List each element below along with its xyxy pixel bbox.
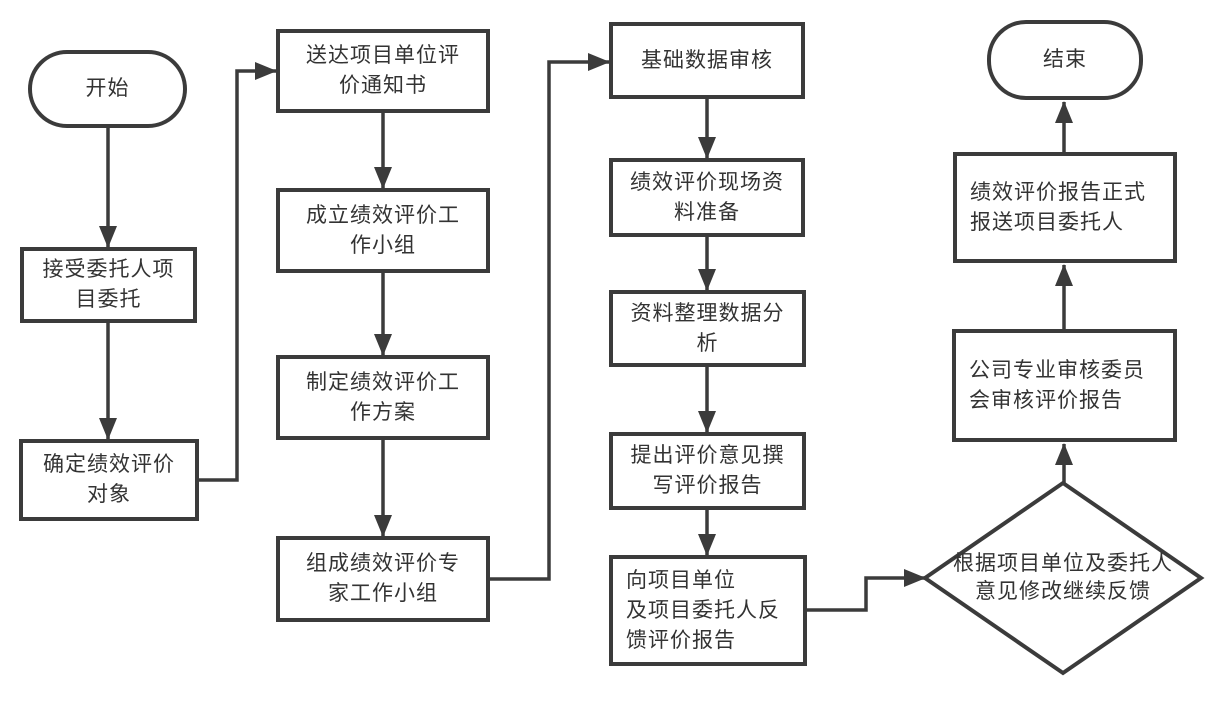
node-site-material-prep: 绩效评价现场资 料准备 [609, 158, 805, 237]
node-feedback-report: 向项目单位 及项目委托人反 馈评价报告 [609, 555, 807, 666]
node-revise-decision-label: 根据项目单位及委托人 意见修改继续反馈 [953, 552, 1173, 603]
node-end-terminator: 结束 [987, 20, 1143, 100]
node-accept-commission: 接受委托人项 目委托 [20, 247, 197, 323]
node-determine-object: 确定绩效评价 对象 [19, 439, 199, 521]
decision-diamond-shape [921, 480, 1205, 676]
node-make-work-plan: 制定绩效评价工 作方案 [276, 355, 490, 440]
node-draft-report: 提出评价意见撰 写评价报告 [609, 432, 806, 510]
node-data-analysis: 资料整理数据分 析 [609, 290, 806, 367]
node-base-data-review: 基础数据审核 [609, 22, 805, 99]
connector-determine-to-notice [199, 62, 277, 482]
node-deliver-notice: 送达项目单位评 价通知书 [276, 29, 490, 113]
connector-expertgroup-to-review [490, 53, 610, 581]
node-form-expert-group: 组成绩效评价专 家工作小组 [276, 536, 490, 622]
node-formal-submit: 绩效评价报告正式 报送项目委托人 [953, 152, 1177, 263]
node-form-work-group: 成立绩效评价工 作小组 [276, 188, 490, 273]
connector-feedback-to-decision [807, 569, 926, 612]
node-start-terminator: 开始 [28, 50, 187, 128]
node-committee-review: 公司专业审核委员 会审核评价报告 [952, 329, 1177, 442]
